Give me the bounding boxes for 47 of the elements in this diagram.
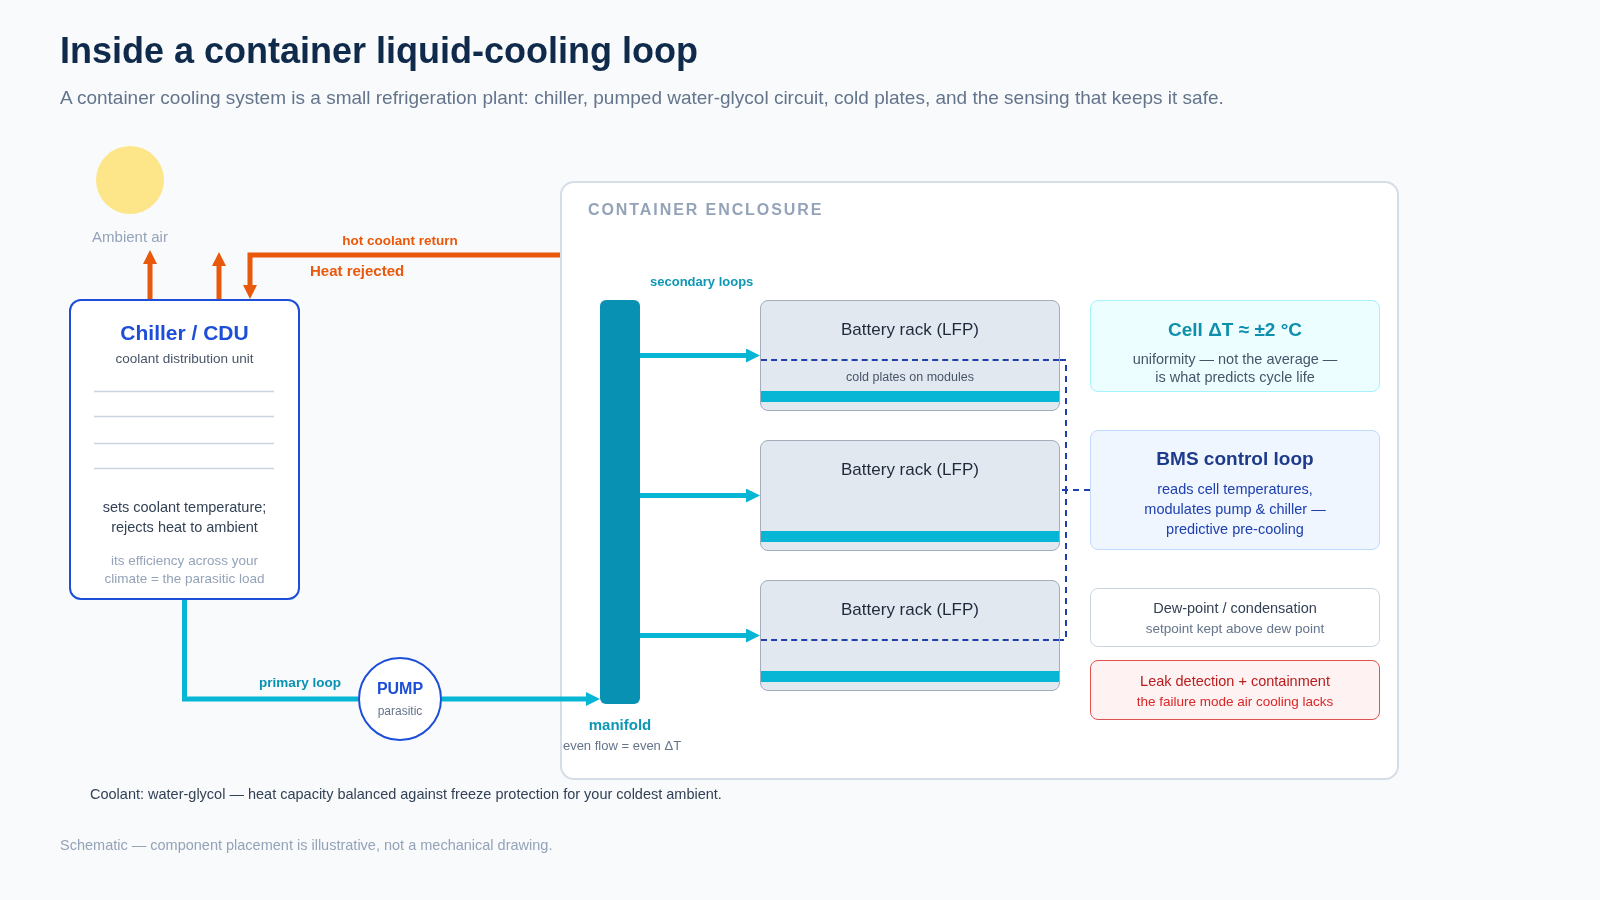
subtitle: A container cooling system is a small refrigeration plant: chiller, pumped water-glycol circuit, cold plates, and the sensing that keeps it safe. [60, 86, 1224, 110]
subheading: coolant distribution unit [114, 350, 255, 368]
description: the failure mode air cooling lacks [1135, 693, 1335, 710]
alert-card [1090, 660, 1380, 720]
unit-box [69, 299, 300, 600]
note: Coolant: water-glycol — heat capacity balanced against freeze protection for your coldest ambient. [90, 785, 722, 803]
manifold-bar [600, 300, 640, 704]
enclosure-panel [560, 181, 1399, 780]
flow-label: secondary loops [650, 274, 754, 290]
panel-heading: CONTAINER ENCLOSURE [588, 200, 824, 220]
flow-label: Heat rejected [310, 262, 405, 280]
heading: Chiller / CDU [119, 320, 250, 346]
arrow [640, 628, 760, 643]
connector-line [182, 600, 358, 702]
arrow [640, 488, 760, 503]
heading: Leak detection + containment [1139, 672, 1331, 690]
arrow [143, 250, 157, 299]
title: Inside a container liquid-cooling loop [60, 29, 698, 73]
description: reads cell temperatures, modulates pump & chiller — predictive pre-cooling [1143, 480, 1327, 539]
subheading: parasitic [376, 704, 424, 719]
heading: Battery rack (LFP) [840, 319, 980, 341]
rack-box [760, 580, 1060, 691]
heading: Battery rack (LFP) [840, 599, 980, 621]
description: cold plates on modules [845, 369, 975, 385]
rack-box [760, 300, 1060, 411]
heading: Battery rack (LFP) [840, 459, 980, 481]
footnote: Schematic — component placement is illustrative, not a mechanical drawing. [60, 836, 553, 854]
node-label: Ambient air [91, 228, 169, 246]
node-label: manifold [588, 716, 652, 734]
heading: Dew-point / condensation [1152, 599, 1318, 617]
arrow [442, 692, 600, 706]
info-card [1090, 430, 1380, 550]
node-label: even flow = even ΔT [562, 738, 682, 754]
heading: PUMP [375, 679, 425, 699]
dashed-connector [1059, 489, 1091, 641]
arrow [640, 348, 760, 363]
arrow [212, 252, 226, 299]
heading: Cell ΔT ≈ ±2 °C [1167, 318, 1303, 342]
description: sets coolant temperature; rejects heat to ambient [101, 498, 268, 537]
arrow [243, 252, 560, 299]
note: its efficiency across your climate = the parasitic load [103, 552, 266, 588]
info-card [1090, 300, 1380, 392]
heading: BMS control loop [1155, 447, 1315, 471]
description: setpoint kept above dew point [1144, 620, 1326, 637]
description: uniformity — not the average — is what predicts cycle life [1131, 350, 1339, 386]
info-card [1090, 588, 1380, 647]
rack-box [760, 440, 1060, 551]
